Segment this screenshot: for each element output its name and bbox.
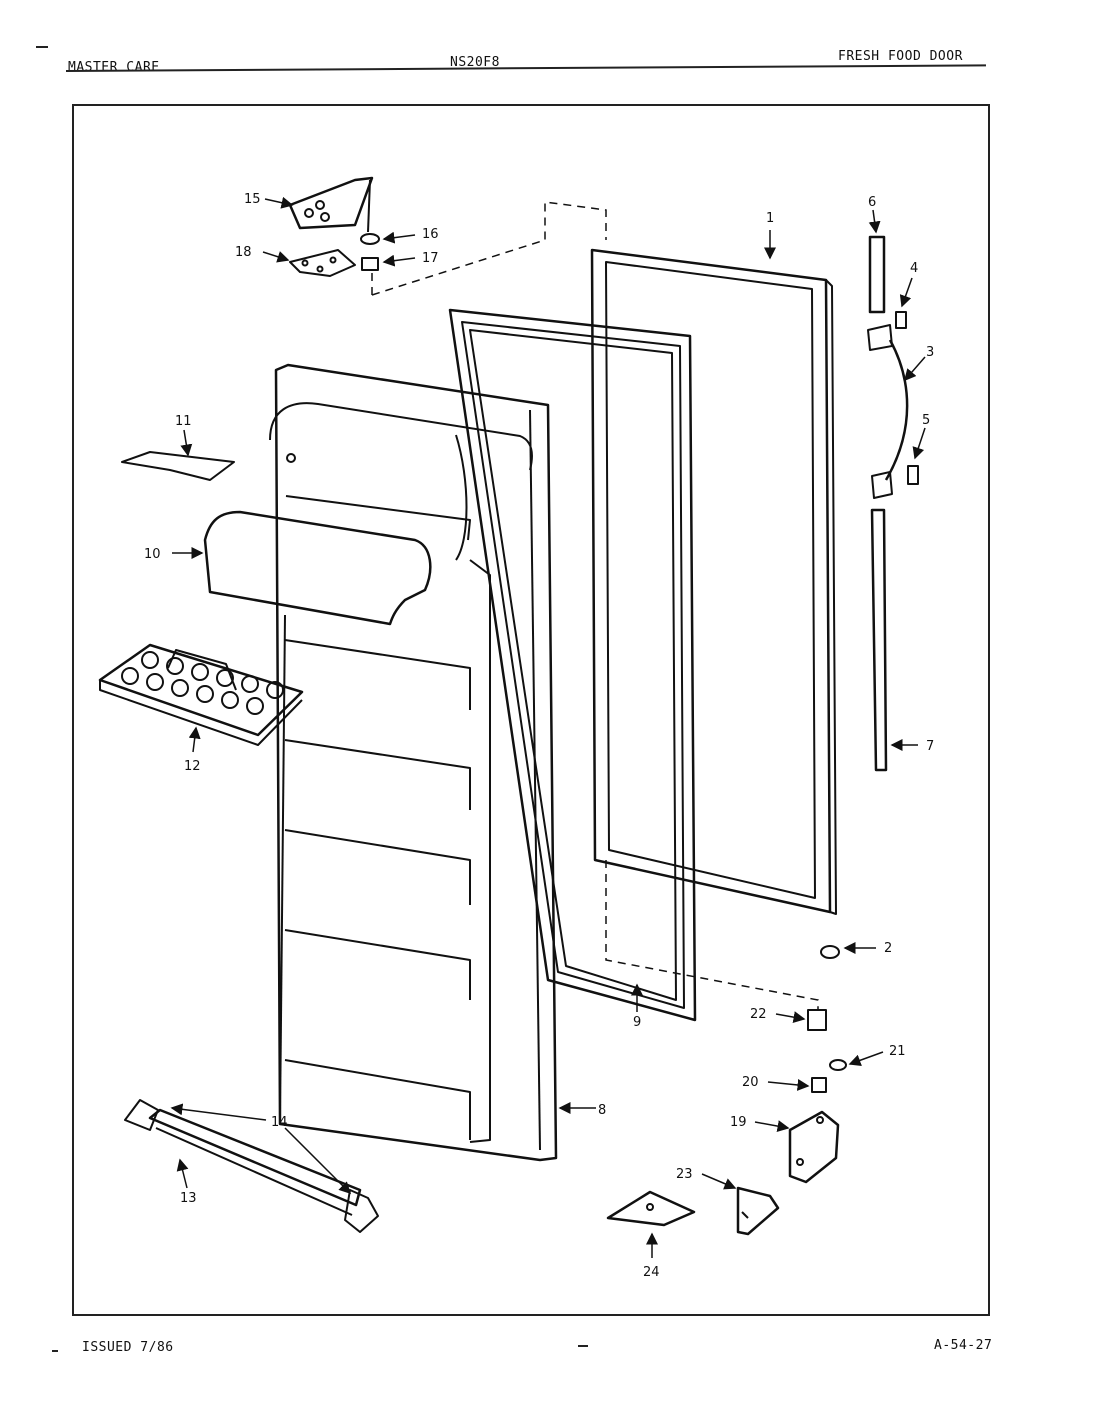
hinge-shim [289, 249, 356, 277]
callout-15: 15 [244, 192, 261, 207]
corner-mark [52, 1350, 58, 1352]
callout-2: 2 [884, 941, 892, 956]
callout-1: 1 [766, 211, 774, 226]
header-section-title: FRESH FOOD DOOR [838, 49, 963, 64]
callout-22: 22 [750, 1007, 767, 1022]
handle-screw-cover-top [895, 311, 907, 329]
corner-mark [36, 46, 48, 48]
egg-tray [98, 643, 304, 746]
washer [360, 233, 380, 245]
door-gasket [448, 308, 697, 1022]
callout-7: 7 [926, 739, 934, 754]
callout-6: 6 [868, 195, 876, 210]
callout-16: 16 [422, 227, 439, 242]
header-brand: MASTER CARE [68, 60, 160, 75]
top-hinge [288, 176, 374, 233]
callout-8: 8 [598, 1103, 606, 1118]
hinge-mounting-plate [606, 1190, 696, 1227]
footer-issue-date: ISSUED 7/86 [82, 1340, 174, 1355]
callout-12: 12 [184, 759, 201, 774]
bottom-trim-rail [124, 1099, 379, 1233]
header-model-number: NS20F8 [450, 55, 500, 70]
callout-4: 4 [910, 261, 918, 276]
hinge-bushing [361, 257, 379, 271]
inner-door-liner [269, 363, 558, 1162]
hinge-bracket [736, 1186, 780, 1236]
callout-9: 9 [633, 1015, 641, 1030]
callout-23: 23 [676, 1167, 693, 1182]
callout-21: 21 [889, 1044, 906, 1059]
callout-10: 10 [144, 547, 161, 562]
handle-screw-cover-bottom [907, 465, 919, 485]
callout-11: 11 [175, 414, 192, 429]
diagram-frame [72, 104, 990, 1316]
hinge-pin [811, 1077, 827, 1093]
outer-door-panel [590, 248, 837, 915]
center-mark [578, 1345, 588, 1347]
callout-20: 20 [742, 1075, 759, 1090]
callout-5: 5 [922, 413, 930, 428]
handle-trim [870, 508, 888, 772]
callout-3: 3 [926, 345, 934, 360]
door-handle [884, 339, 909, 481]
hinge-nut [820, 945, 840, 959]
callout-18: 18 [235, 245, 252, 260]
callout-19: 19 [730, 1115, 747, 1130]
shelf-retainer [121, 451, 235, 481]
callout-24: 24 [643, 1265, 660, 1280]
dairy-compartment-door [203, 510, 432, 626]
bottom-hinge [788, 1110, 840, 1184]
handle-trim-top [868, 235, 886, 314]
handle-bracket-top [867, 324, 893, 351]
hinge-washer [829, 1059, 847, 1071]
callout-14: 14 [271, 1115, 288, 1130]
callout-13: 13 [180, 1191, 197, 1206]
hinge-cap [807, 1009, 827, 1031]
callout-labels: 1 2 3 4 5 6 7 8 9 10 11 12 13 14 15 16 1… [144, 192, 934, 1280]
handle-bracket-bottom [871, 471, 893, 499]
callout-17: 17 [422, 251, 439, 266]
footer-page-code: A-54-27 [934, 1338, 993, 1353]
